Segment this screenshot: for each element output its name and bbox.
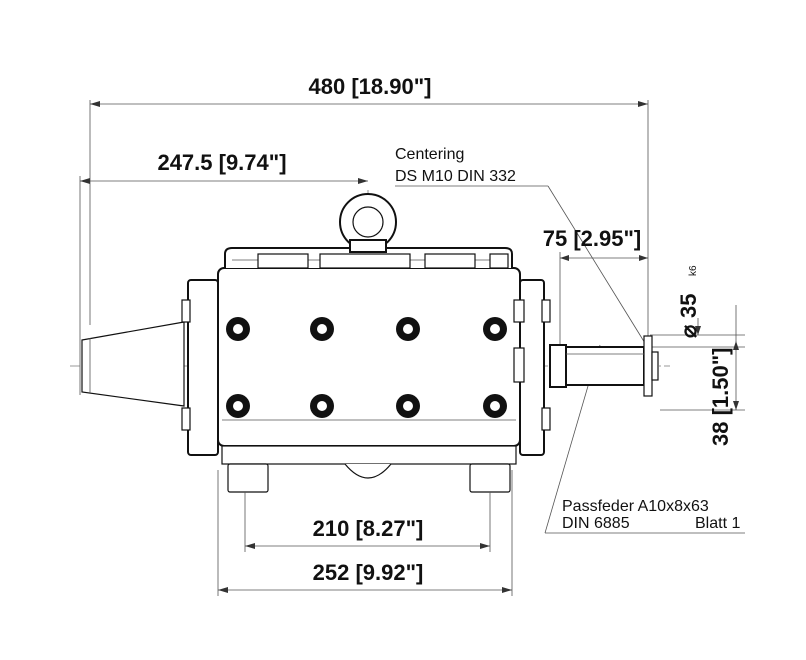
centering-note: Centering DS M10 DIN 332 bbox=[395, 146, 649, 349]
foot-outer-label: 252 [9.92"] bbox=[313, 560, 424, 585]
key-line-2-blatt: Blatt 1 bbox=[695, 515, 740, 532]
shaft-length-label: 75 [2.95"] bbox=[543, 226, 641, 251]
lifting-eye bbox=[339, 193, 397, 253]
overall-length-label: 480 [18.90"] bbox=[309, 74, 432, 99]
shaft-tolerance-label: k6 bbox=[688, 265, 699, 276]
diameter-symbol: ⌀ bbox=[676, 324, 701, 338]
cone-to-center-dimension: 247.5 [9.74"] bbox=[79, 150, 368, 395]
shaft-diameter-dimension: ⌀ 35 k6 bbox=[650, 265, 745, 348]
shaft-diameter-label: 35 bbox=[676, 294, 701, 318]
mounting-feet bbox=[227, 463, 511, 493]
shaft-length-dimension: 75 [2.95"] bbox=[543, 226, 648, 345]
crankcase bbox=[217, 267, 521, 447]
bolt-row-bottom bbox=[226, 394, 507, 418]
centering-spec: DS M10 DIN 332 bbox=[395, 168, 516, 185]
shaft-height-dimension: 38 [1.50"] bbox=[660, 305, 745, 446]
foot-inner-dimension: 210 [8.27"] bbox=[244, 492, 491, 552]
drive-shaft bbox=[549, 335, 659, 397]
foot-outer-dimension: 252 [9.92"] bbox=[217, 470, 513, 596]
foot-inner-label: 210 [8.27"] bbox=[313, 516, 424, 541]
left-cone bbox=[81, 321, 185, 407]
shaft-height-label: 38 [1.50"] bbox=[708, 348, 733, 446]
bolt-row-top bbox=[226, 317, 507, 341]
key-note: Passfeder A10x8x63 DIN 6885 Blatt 1 bbox=[544, 344, 745, 534]
key-line-1: Passfeder A10x8x63 bbox=[562, 498, 709, 515]
pump-body bbox=[70, 190, 670, 493]
left-flange bbox=[187, 279, 219, 456]
centering-title: Centering bbox=[395, 146, 464, 163]
overall-length-dimension: 480 [18.90"] bbox=[89, 74, 649, 340]
key-line-2-din: DIN 6885 bbox=[562, 515, 630, 532]
cone-to-center-label: 247.5 [9.74"] bbox=[157, 150, 286, 175]
